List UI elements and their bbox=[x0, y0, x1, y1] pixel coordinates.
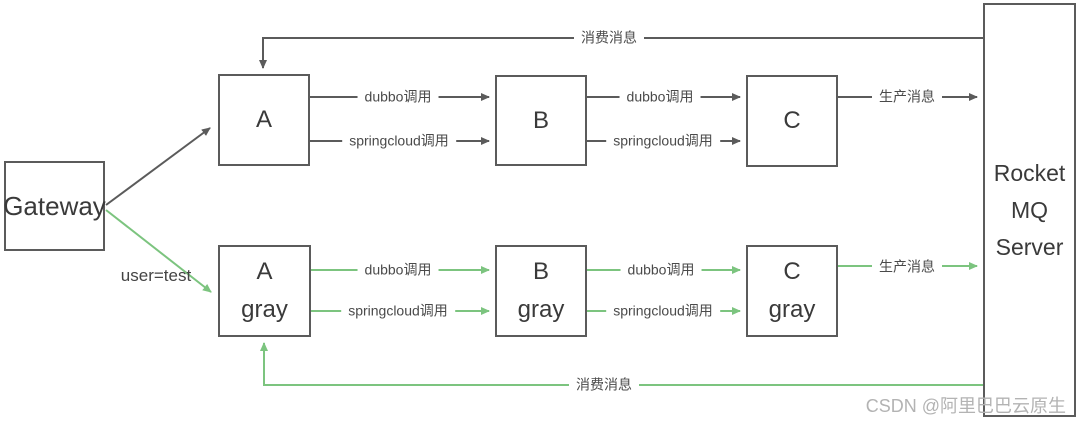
node-service-a-gray-name: A bbox=[256, 258, 273, 285]
label-consume-bottom: 消费消息 bbox=[569, 376, 639, 394]
node-rocketmq-line3: Server bbox=[995, 233, 1064, 260]
node-service-a: A bbox=[218, 74, 310, 166]
label-a-b-springcloud: springcloud调用 bbox=[342, 132, 456, 150]
node-service-c-gray: C gray bbox=[746, 245, 838, 337]
arrow-gateway-to-a-gray bbox=[105, 209, 212, 293]
node-service-c-gray-name: C bbox=[783, 258, 801, 285]
node-service-b-gray: B gray bbox=[495, 245, 587, 337]
label-agray-bgray-springcloud: springcloud调用 bbox=[341, 302, 455, 320]
label-agray-bgray-dubbo: dubbo调用 bbox=[357, 261, 439, 279]
node-gateway-label: Gateway bbox=[3, 190, 106, 221]
node-rocketmq-line2: MQ bbox=[1010, 196, 1049, 223]
label-a-b-dubbo: dubbo调用 bbox=[357, 88, 439, 106]
label-consume-top: 消费消息 bbox=[574, 29, 644, 47]
label-produce-top: 生产消息 bbox=[872, 88, 942, 106]
node-service-a-label: A bbox=[255, 106, 272, 133]
node-service-c: C bbox=[746, 75, 838, 167]
arrow-gateway-to-a bbox=[105, 127, 211, 206]
label-b-c-dubbo: dubbo调用 bbox=[619, 88, 701, 106]
node-service-b-gray-suffix: gray bbox=[517, 296, 565, 323]
node-rocketmq-line1: Rocket bbox=[993, 159, 1066, 186]
csdn-watermark: CSDN @阿里巴巴云原生 bbox=[865, 396, 1066, 416]
node-service-a-gray: A gray bbox=[218, 245, 311, 337]
node-gateway: Gateway bbox=[3, 161, 106, 251]
label-bgray-cgray-dubbo: dubbo调用 bbox=[620, 261, 702, 279]
label-user-test: user=test bbox=[120, 265, 192, 285]
label-produce-bottom: 生产消息 bbox=[872, 258, 942, 276]
node-service-a-gray-suffix: gray bbox=[241, 296, 288, 323]
label-bgray-cgray-springcloud: springcloud调用 bbox=[606, 302, 720, 320]
arrow-consume-bottom bbox=[260, 342, 983, 386]
node-rocketmq-server: Rocket MQ Server bbox=[983, 3, 1076, 417]
label-b-c-springcloud: springcloud调用 bbox=[606, 132, 720, 150]
node-service-b-label: B bbox=[532, 106, 549, 134]
arrow-consume-top bbox=[259, 37, 983, 69]
node-service-b: B bbox=[495, 75, 587, 166]
node-service-b-gray-name: B bbox=[532, 258, 549, 285]
node-service-c-label: C bbox=[783, 107, 801, 134]
node-service-c-gray-suffix: gray bbox=[768, 296, 816, 323]
